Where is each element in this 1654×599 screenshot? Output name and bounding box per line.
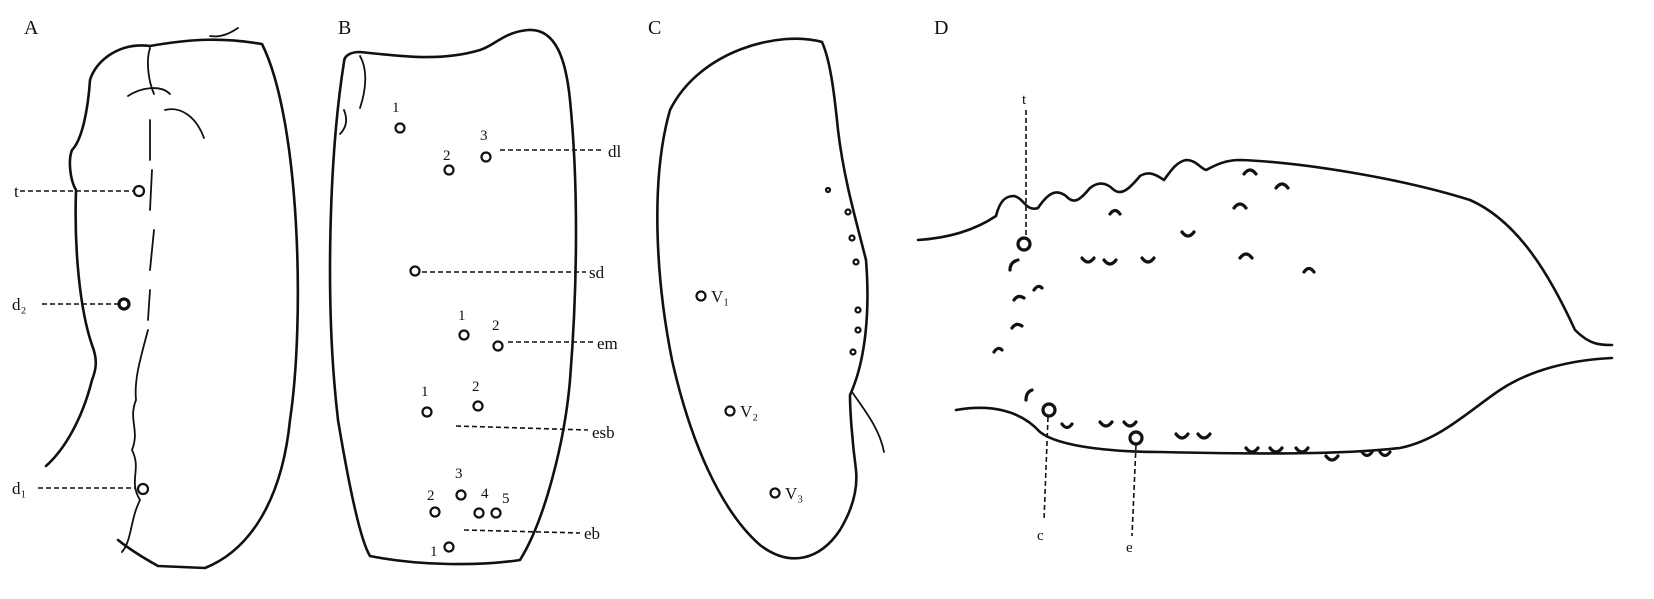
label-dl-1: 1 [392, 100, 400, 116]
label-eb-4: 4 [481, 486, 489, 502]
trichobothrium-v2 [726, 407, 735, 416]
trichobothrium-v1 [697, 292, 706, 301]
trichobothrium-sd [411, 267, 420, 276]
label-em-2: 2 [492, 318, 500, 334]
trichobothrium-d1 [138, 484, 148, 494]
leader-line-e [1132, 445, 1136, 536]
label-eb-5: 5 [502, 491, 510, 507]
label-esb: esb [592, 423, 615, 442]
trichobothrium-t [134, 186, 144, 196]
label-top: t [1022, 92, 1027, 108]
label-esb-1: 1 [421, 384, 429, 400]
label-e: e [1126, 540, 1133, 556]
panel-letter: C [648, 17, 661, 39]
leader-line-eb [464, 530, 580, 533]
trichobothrium-eb-3 [457, 491, 466, 500]
label-v1: V₁ [711, 287, 729, 306]
label-dl-3: 3 [480, 128, 488, 144]
label-sd: sd [589, 263, 605, 282]
trichobothrium-dl-3 [482, 153, 491, 162]
trichobothria-row [122, 88, 204, 552]
panel-b: B 1 2 3 dl sd 1 2 em 1 2 esb 1 2 3 [330, 17, 621, 564]
trichobothrium-top [1018, 238, 1030, 250]
label-eb-2: 2 [427, 488, 435, 504]
finger-tip-hook [210, 28, 238, 36]
trichobothrium-esb-2 [474, 402, 483, 411]
leader-line-esb [456, 426, 588, 430]
trichobothrium-eb-2 [431, 508, 440, 517]
label-dl: dl [608, 142, 622, 161]
label-d2: d₂ [12, 295, 26, 314]
trichobothrium-eb-1 [445, 543, 454, 552]
panel-c: C V₁ V₂ V₃ [648, 17, 884, 558]
panel-letter: B [338, 17, 351, 39]
label-em-1: 1 [458, 308, 466, 324]
trichobothrium-v3 [771, 489, 780, 498]
panel-a: A t d₂ d₁ [12, 17, 298, 568]
trichobothrium-em-2 [494, 342, 503, 351]
label-dl-2: 2 [443, 148, 451, 164]
trichobothrium-esb-1 [423, 408, 432, 417]
trichobothrium-em-1 [460, 331, 469, 340]
label-eb-1: 1 [430, 544, 438, 560]
trichobothrium-dl-2 [445, 166, 454, 175]
label-esb-2: 2 [472, 379, 480, 395]
panel-letter: A [24, 17, 39, 39]
setae-cups [994, 170, 1390, 460]
label-eb-3: 3 [455, 466, 463, 482]
label-eb: eb [584, 524, 600, 543]
trichobothrium-d2 [119, 299, 129, 309]
label-c: c [1037, 528, 1044, 544]
label-t: t [14, 182, 19, 201]
panel-d: D [918, 17, 1612, 556]
ventral-condyle [852, 392, 884, 452]
trichobothrium-eb-5 [492, 509, 501, 518]
trichobothrium-eb-4 [475, 509, 484, 518]
segment-upper-outline [918, 160, 1612, 345]
inner-keel-line [148, 48, 154, 94]
label-em: em [597, 334, 618, 353]
label-v2: V₂ [740, 402, 758, 421]
leader-line-c [1044, 417, 1048, 520]
trichobothrium-e [1130, 432, 1142, 444]
panel-letter: D [934, 17, 948, 39]
manus-outline [330, 30, 576, 564]
ventral-outline [657, 39, 867, 559]
trichobothrium-c [1043, 404, 1055, 416]
label-v3: V₃ [785, 484, 803, 503]
label-d1: d₁ [12, 479, 26, 498]
trichobothrium-dl-1 [396, 124, 405, 133]
